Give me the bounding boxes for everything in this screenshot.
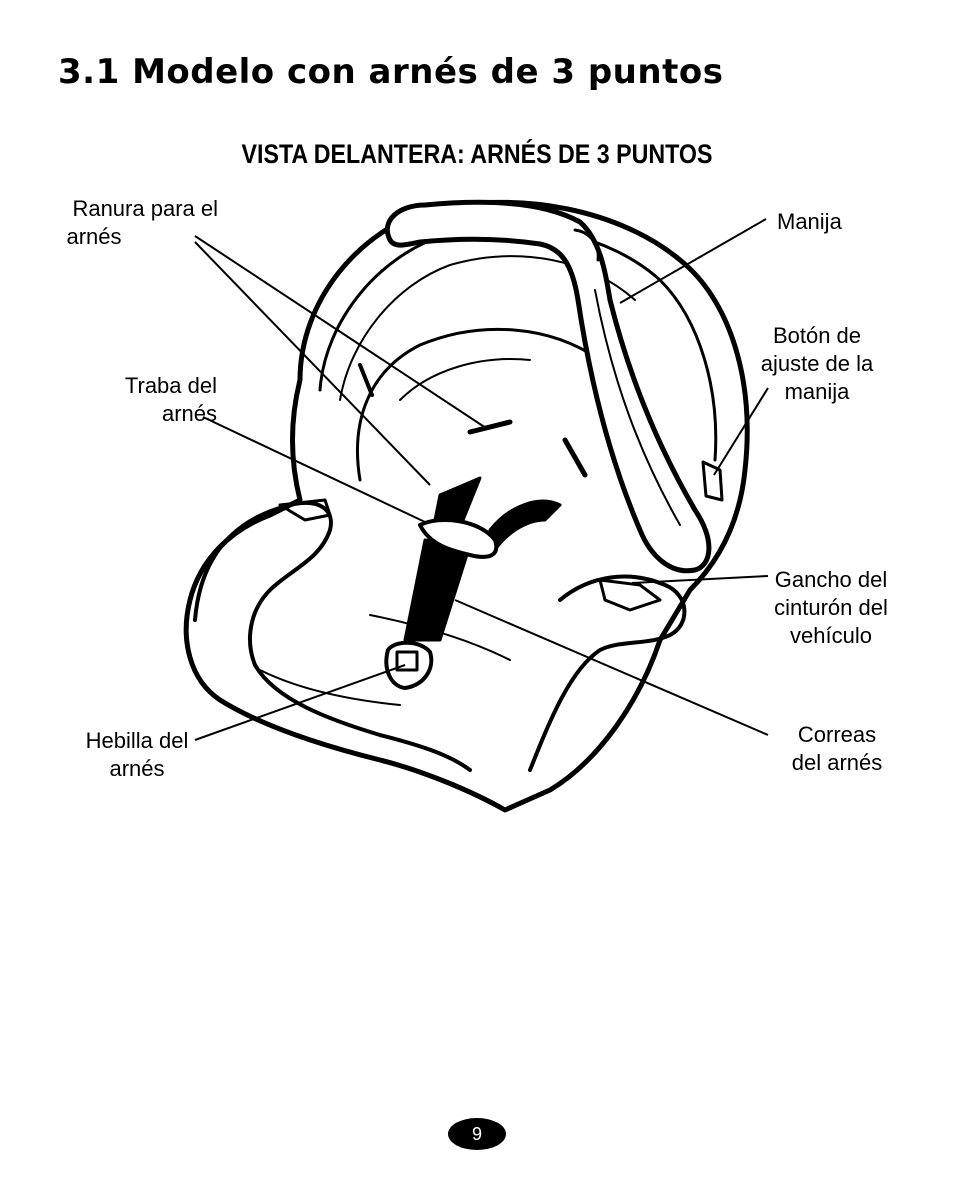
label-line: arnés bbox=[161, 401, 217, 426]
label-line: Hebilla del bbox=[85, 728, 189, 753]
leader-correas bbox=[454, 599, 769, 736]
left-belt-hook bbox=[278, 498, 332, 522]
harness-slot-right bbox=[562, 437, 588, 478]
label-handle-adjust-button: Botón de ajuste de la manija bbox=[752, 322, 882, 406]
label-line: ajuste de la bbox=[760, 351, 874, 376]
label-buckle: Hebilla del arnés bbox=[72, 727, 202, 783]
carry-handle-grip bbox=[573, 228, 600, 262]
label-line: Gancho del bbox=[774, 567, 888, 592]
leader-ranura-2 bbox=[194, 241, 431, 486]
label-line: Ranura para el bbox=[72, 196, 218, 221]
right-side-pad bbox=[528, 574, 687, 772]
harness-strap-center bbox=[403, 538, 472, 642]
harness-slot-left bbox=[467, 419, 513, 435]
seat-rim bbox=[318, 225, 718, 462]
label-harness-straps: Correas del arnés bbox=[775, 721, 899, 777]
label-vehicle-belt-hook: Gancho del cinturón del vehículo bbox=[766, 566, 896, 650]
chest-clip bbox=[418, 518, 499, 559]
label-harness-slot: Ranura para el arnés bbox=[40, 195, 218, 251]
leader-ranura-1 bbox=[194, 235, 487, 429]
label-line: vehículo bbox=[790, 623, 872, 648]
head-pad bbox=[399, 358, 531, 401]
leader-traba bbox=[202, 416, 426, 523]
handle-inner-line bbox=[594, 289, 681, 526]
label-chest-clip: Traba del arnés bbox=[70, 372, 217, 428]
label-line: del arnés bbox=[791, 750, 883, 775]
label-line: cinturón del bbox=[774, 595, 888, 620]
label-line: manija bbox=[784, 379, 850, 404]
page-title: 3.1 Modelo con arnés de 3 puntos bbox=[58, 52, 724, 92]
left-side-pad bbox=[193, 501, 472, 772]
seat-cushion bbox=[369, 614, 511, 661]
leader-boton bbox=[713, 387, 769, 476]
figure-subtitle: VISTA DELANTERA: ARNÉS DE 3 PUNTOS bbox=[241, 139, 713, 169]
carry-handle-outer bbox=[385, 199, 712, 574]
label-line: Manija bbox=[777, 209, 842, 234]
leader-manija bbox=[619, 218, 767, 304]
harness-slot-upper bbox=[358, 363, 374, 397]
page-number: 9 bbox=[448, 1118, 506, 1150]
label-line: arnés bbox=[109, 756, 165, 781]
seat-shell bbox=[183, 199, 750, 813]
leader-gancho bbox=[631, 575, 769, 584]
label-line: Botón de bbox=[772, 323, 862, 348]
label-line: arnés bbox=[66, 224, 122, 249]
leader-hebilla bbox=[194, 664, 406, 741]
label-line: Traba del bbox=[124, 373, 217, 398]
label-handle: Manija bbox=[777, 208, 842, 236]
right-belt-hook bbox=[598, 578, 662, 612]
harness-strap-right bbox=[488, 499, 562, 552]
handle-adjust-button bbox=[701, 460, 724, 502]
label-line: Correas bbox=[797, 722, 877, 747]
